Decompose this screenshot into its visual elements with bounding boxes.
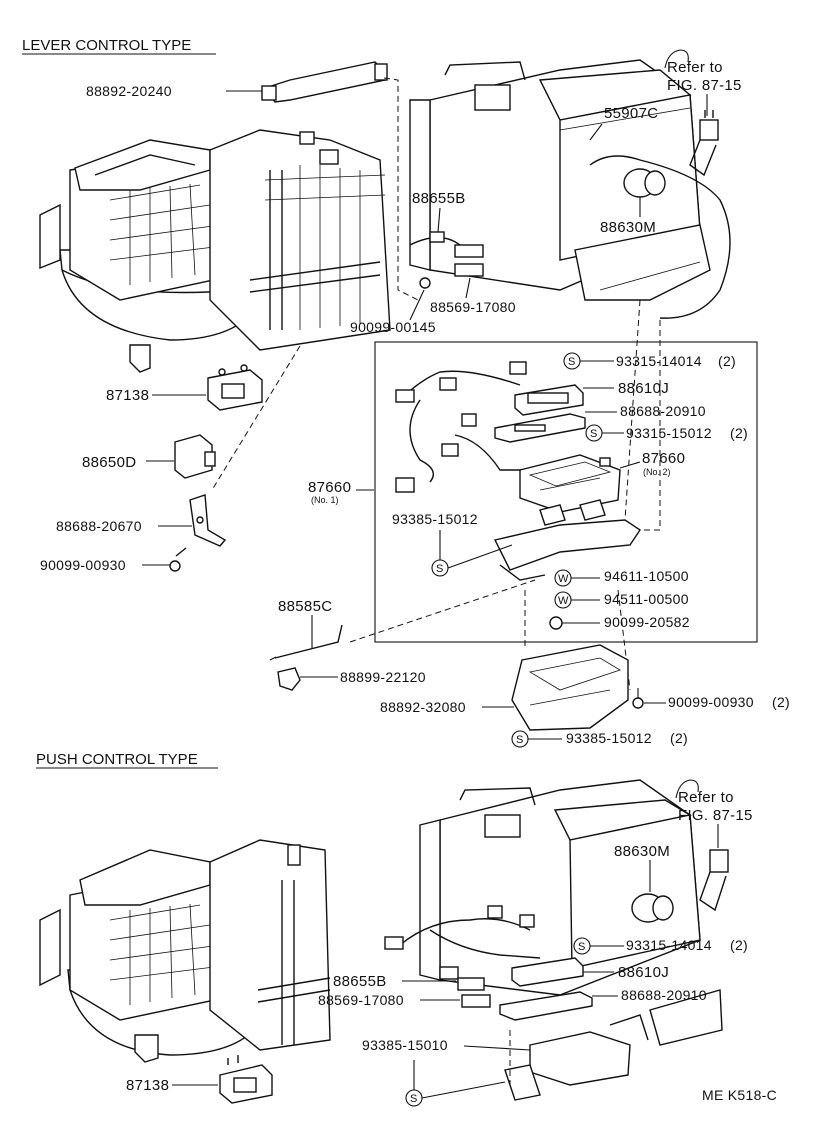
symbol-s: S	[590, 428, 597, 440]
harness-88655b	[409, 231, 484, 289]
label-push-fig-ref: FIG. 87-15	[678, 807, 753, 824]
label-93315-14014: 93315-14014	[616, 353, 702, 369]
heater-unit-push	[39, 839, 331, 1063]
label-88569-17080: 88569-17080	[430, 299, 516, 315]
label-90099-00930-b-qty: (2)	[772, 694, 790, 710]
label-87660-no1-sub: (No. 1)	[311, 495, 339, 505]
label-refer-to: Refer to	[667, 59, 723, 76]
label-88630m: 88630M	[600, 219, 656, 236]
label-push-93315-14014-qty: (2)	[730, 937, 748, 953]
label-push-87138: 87138	[126, 1077, 169, 1094]
label-push-93385-15010: 93385-15010	[362, 1037, 448, 1053]
label-push-88655b: 88655B	[333, 973, 387, 990]
label-93315-15012-qty: (2)	[730, 425, 748, 441]
nut-90099-20582	[549, 616, 563, 630]
symbol-s: S	[410, 1093, 417, 1105]
symbol-s: S	[436, 563, 443, 575]
amplifier-assembly-box	[374, 341, 758, 643]
label-push-88630m: 88630M	[614, 843, 670, 860]
ac-unit-lever	[409, 59, 731, 319]
heater-unit-lever	[39, 129, 391, 373]
lever-section-title: LEVER CONTROL TYPE	[22, 37, 191, 54]
symbol-s: S	[568, 356, 575, 368]
cover-88892-32080	[511, 644, 629, 731]
clip-88899-22120	[277, 667, 301, 691]
bracket-88688-20910	[494, 413, 586, 443]
label-88610j: 88610J	[618, 380, 669, 397]
label-93385-15012-b-qty: (2)	[670, 730, 688, 746]
label-push-refer-to: Refer to	[678, 789, 734, 806]
label-push-88688-20910: 88688-20910	[621, 987, 707, 1003]
label-fig-ref: FIG. 87-15	[667, 77, 742, 94]
label-88892-20240: 88892-20240	[86, 83, 172, 99]
screw-90099-00930	[169, 547, 187, 572]
mounting-bracket-lower	[493, 499, 641, 581]
label-93385-15012: 93385-15012	[392, 511, 478, 527]
ac-unit-push	[419, 779, 729, 1046]
label-87660-no2-sub: (No. 2)	[643, 467, 671, 477]
label-94511-00500: 94511-00500	[604, 591, 689, 607]
symbol-w: W	[558, 595, 569, 607]
label-90099-00930: 90099-00930	[40, 557, 126, 573]
label-88650d: 88650D	[82, 454, 136, 471]
switch-87138-push	[219, 1055, 273, 1104]
label-88655b: 88655B	[412, 190, 466, 207]
label-88892-32080: 88892-32080	[380, 699, 466, 715]
amplifier-87660-no2	[519, 454, 621, 513]
push-section-title: PUSH CONTROL TYPE	[36, 751, 198, 768]
label-87660-no1: 87660	[308, 479, 351, 496]
switch-87138-lever	[207, 364, 263, 411]
relay-88650d	[174, 434, 216, 479]
label-88899-22120: 88899-22120	[340, 669, 426, 685]
label-push-93315-14014: 93315-14014	[626, 937, 712, 953]
bracket-88688-20670	[189, 494, 227, 547]
symbol-s: S	[578, 941, 585, 953]
label-push-88610j: 88610J	[618, 964, 669, 981]
label-87138-lever: 87138	[106, 387, 149, 404]
label-88688-20670: 88688-20670	[56, 518, 142, 534]
label-94611-10500: 94611-10500	[604, 568, 689, 584]
drawing-code: ME K518-C	[702, 1087, 777, 1103]
screw-90099-00930-2	[632, 688, 644, 709]
rod-88585c	[269, 624, 343, 661]
bracket-88892-20240	[261, 61, 388, 103]
label-93315-15012: 93315-15012	[626, 425, 712, 441]
label-93315-14014-qty: (2)	[718, 353, 736, 369]
label-88688-20910: 88688-20910	[620, 403, 706, 419]
label-93385-15012-b: 93385-15012	[566, 730, 652, 746]
harness-push	[384, 905, 649, 1101]
symbol-w: W	[558, 573, 569, 585]
label-push-88569-17080: 88569-17080	[318, 992, 404, 1008]
label-87660-no2: 87660	[642, 450, 685, 467]
amplifier-harness	[395, 361, 530, 493]
label-88585c: 88585C	[278, 598, 332, 615]
label-90099-00930-b: 90099-00930	[668, 694, 754, 710]
label-90099-20582: 90099-20582	[604, 614, 690, 630]
label-55907c: 55907C	[604, 105, 658, 122]
symbol-s: S	[516, 734, 523, 746]
label-90099-00145: 90099-00145	[350, 319, 436, 335]
resistor-88610j	[514, 384, 584, 416]
